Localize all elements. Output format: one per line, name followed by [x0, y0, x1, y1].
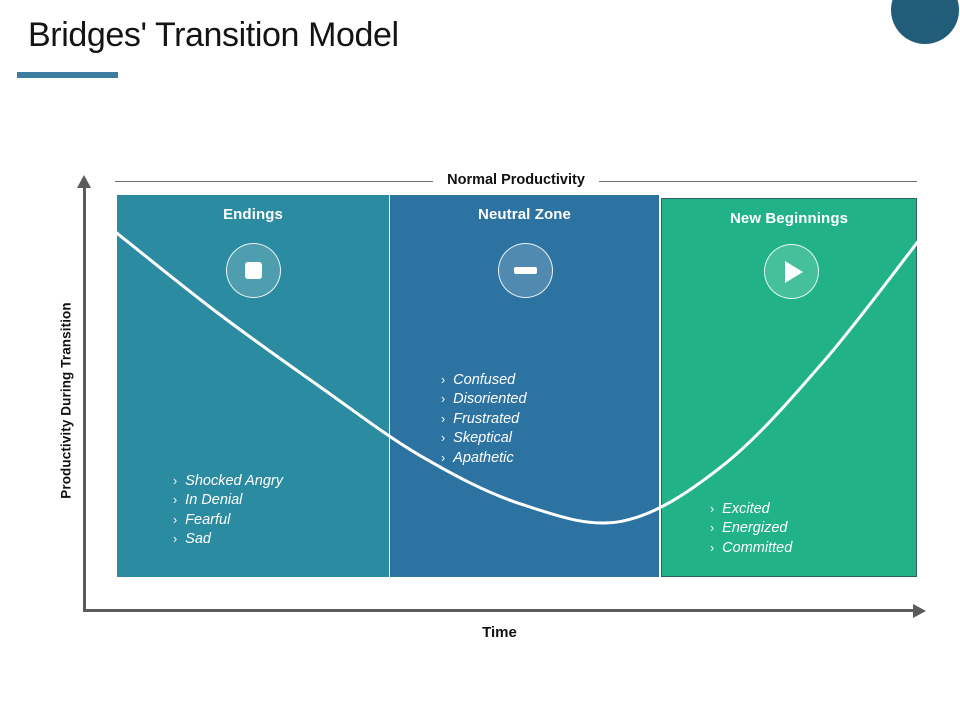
list-item-label: In Denial: [185, 492, 243, 509]
stage-panel-new-beginnings[interactable]: New Beginnings › Excited › Energized › Comm…: [661, 198, 917, 577]
chevron-right-icon: ›: [173, 493, 178, 508]
list-item: › In Denial: [173, 491, 283, 510]
chevron-right-icon: ›: [710, 521, 715, 536]
list-item: › Skeptical: [441, 429, 527, 448]
chevron-right-icon: ›: [441, 411, 446, 426]
baseline-rule-right: [598, 180, 917, 182]
title-accent-bar: [17, 72, 118, 78]
page-title: Bridges' Transition Model: [28, 16, 399, 54]
list-item-label: Disoriented: [453, 391, 527, 408]
chevron-right-icon: ›: [441, 373, 446, 387]
stage-title-neutral-zone: Neutral Zone: [478, 206, 571, 223]
y-axis-line: [83, 186, 86, 612]
chevron-right-icon: ›: [441, 450, 446, 465]
list-item: › Energized: [710, 519, 792, 538]
chevron-right-icon: ›: [710, 540, 715, 555]
list-item: › Excited: [710, 500, 792, 519]
normal-productivity-baseline: Normal Productivity: [115, 171, 917, 191]
y-axis-label: Productivity During Transition: [58, 302, 74, 499]
list-item-label: Confused: [453, 372, 516, 388]
stage-panel-endings[interactable]: Endings › Shocked Angry › In Denial › Fearf…: [117, 195, 389, 577]
x-axis-label: Time: [482, 624, 517, 641]
list-item: › Committed: [710, 539, 792, 558]
list-item-label: Apathetic: [453, 449, 514, 466]
x-axis-line: [83, 609, 916, 612]
stage-panel-neutral-zone[interactable]: Neutral Zone › Confused › Disoriented › Fru…: [390, 195, 659, 577]
chevron-right-icon: ›: [441, 392, 446, 407]
play-icon: [764, 244, 819, 299]
stage-title-new-beginnings: New Beginnings: [729, 210, 849, 227]
list-item-label: Shocked Angry: [185, 473, 283, 489]
y-axis-arrow-icon: [77, 175, 91, 188]
chevron-right-icon: ›: [173, 474, 178, 488]
list-item: › Disoriented: [441, 390, 527, 409]
stage-title-endings: Endings: [223, 206, 283, 223]
baseline-rule-left: [115, 180, 434, 182]
list-item-label: Skeptical: [453, 430, 513, 447]
list-item-label: Committed: [722, 539, 793, 556]
pause-glyph: [514, 267, 537, 274]
list-item-label: Frustrated: [453, 410, 520, 427]
list-item-label: Fearful: [185, 511, 231, 528]
list-item-label: Energized: [722, 520, 788, 537]
normal-productivity-label: Normal Productivity: [447, 172, 585, 188]
stage-list-new-beginnings: › Excited › Energized › Committed: [710, 500, 792, 558]
list-item: › Frustrated: [441, 410, 527, 429]
list-item: › Sad: [173, 530, 283, 549]
stop-icon: [226, 243, 281, 298]
list-item-label: Sad: [185, 531, 211, 548]
chevron-right-icon: ›: [173, 512, 178, 527]
play-glyph: [785, 260, 803, 283]
x-axis-arrow-icon: [913, 604, 926, 618]
list-item: › Confused: [441, 371, 527, 390]
pause-icon: [498, 243, 553, 298]
chevron-right-icon: ›: [173, 532, 178, 547]
list-item: › Shocked Angry: [173, 472, 283, 491]
list-item: › Fearful: [173, 511, 283, 530]
list-item: › Apathetic: [441, 449, 527, 468]
stage-list-endings: › Shocked Angry › In Denial › Fearful › Sad: [173, 472, 283, 550]
chevron-right-icon: ›: [441, 431, 446, 446]
stage-list-neutral-zone: › Confused › Disoriented › Frustrated › Skep…: [441, 371, 527, 468]
stop-glyph: [245, 262, 262, 279]
chevron-right-icon: ›: [710, 502, 715, 516]
list-item-label: Excited: [722, 501, 770, 517]
